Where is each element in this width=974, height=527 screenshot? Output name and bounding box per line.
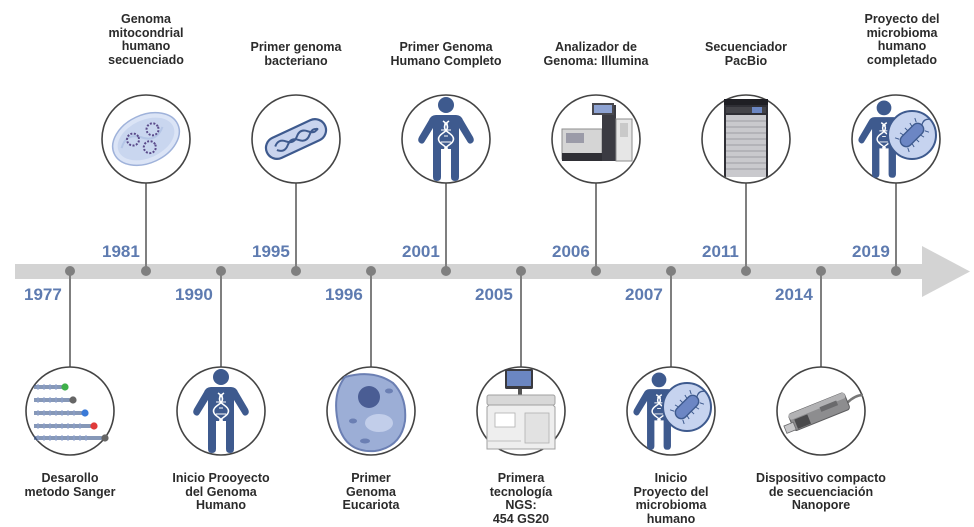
pacbio-sequencer-icon (724, 99, 768, 177)
sanger-sequencing-icon (34, 383, 109, 442)
year-1977: 1977 (24, 285, 62, 304)
year-2001: 2001 (402, 242, 440, 261)
event-label-2006: Analizador de Genoma: Illumina (543, 40, 649, 68)
event-label-2007: Inicio Proyecto del microbioma humano (633, 471, 709, 526)
event-connectors (69, 183, 897, 367)
event-label-2011: Secuenciador PacBio (705, 40, 787, 68)
year-1995: 1995 (252, 242, 290, 261)
ngs-454-sequencer-icon (486, 369, 556, 450)
magnifier-icon (662, 381, 713, 432)
event-label-1977: Desarollo metodo Sanger (24, 471, 116, 499)
timeline-arrow (15, 246, 970, 297)
illumina-analyzer-icon (561, 103, 633, 162)
event-label-1981: Genoma mitocondrial humano secuenciado (108, 12, 184, 67)
magnifier-icon (887, 109, 938, 160)
year-1996: 1996 (325, 285, 363, 304)
event-label-1995: Primer genoma bacteriano (250, 40, 342, 68)
timeline-dots (65, 266, 901, 276)
year-2006: 2006 (552, 242, 590, 261)
year-1981: 1981 (102, 242, 140, 261)
year-1990: 1990 (175, 285, 213, 304)
year-2005: 2005 (475, 285, 513, 304)
mitochondrion-icon (111, 111, 181, 167)
nanopore-device-icon (783, 392, 864, 434)
year-2014: 2014 (775, 285, 813, 304)
event-label-1996: Primer Genoma Eucariota (342, 471, 400, 512)
event-label-2014: Dispositivo compacto de secuenciación Na… (756, 471, 886, 512)
event-label-1990: Inicio Prooyecto del Genoma Humano (172, 471, 270, 512)
event-label-2001: Primer Genoma Humano Completo (390, 40, 502, 68)
year-2019: 2019 (852, 242, 890, 261)
event-label-2005: Primera tecnología NGS: 454 GS20 (489, 471, 553, 526)
bacterium-icon (264, 118, 328, 160)
year-2007: 2007 (625, 285, 663, 304)
event-label-2019: Proyecto del microbioma humano completad… (864, 12, 940, 67)
eukaryotic-cell-icon (335, 373, 407, 453)
year-2011: 2011 (702, 242, 739, 261)
